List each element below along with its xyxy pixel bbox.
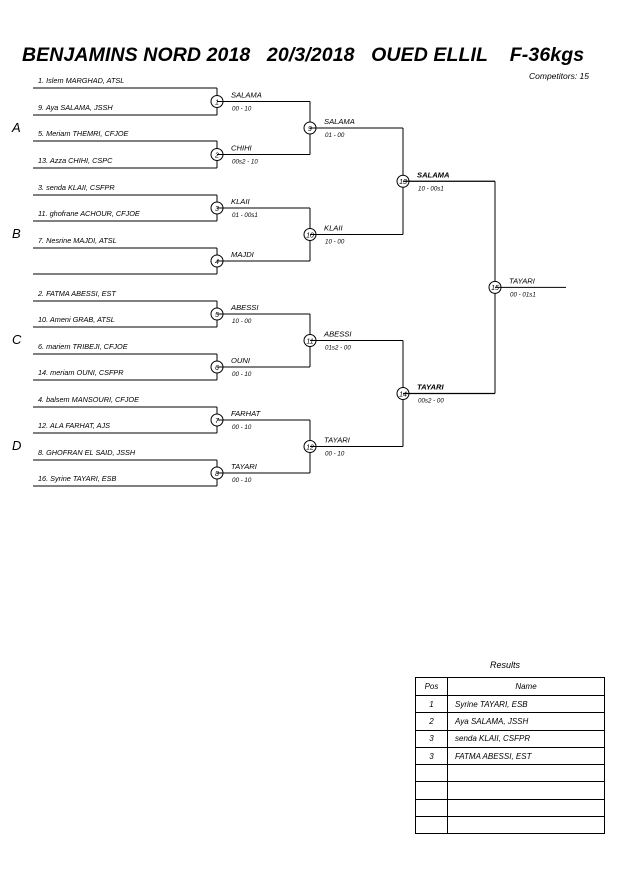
match-number: 11 [306, 338, 313, 345]
match-number: 10 [306, 232, 314, 239]
results-header-name: Name [447, 677, 605, 696]
match-score: 00 - 10 [232, 106, 252, 113]
result-pos [415, 764, 448, 783]
match-winner: ABESSI [230, 303, 259, 312]
result-name: FATMA ABESSI, EST [447, 746, 605, 766]
competitor-name: 12. ALA FARHAT, AJS [38, 421, 110, 430]
competitor-name: 4. balsem MANSOURI, CFJOE [38, 395, 139, 404]
competitor-name: 14. meriam OUNI, CSFPR [38, 368, 124, 377]
results-title: Results [490, 660, 521, 670]
match-score: 10 - 00 [232, 318, 252, 325]
match-number: 13 [399, 179, 407, 186]
pool-label: B [12, 226, 21, 241]
competitor-name: 7. Nesrine MAJDI, ATSL [38, 236, 117, 245]
match-number: 9 [308, 126, 312, 133]
result-name [447, 798, 605, 818]
match-winner: FARHAT [231, 409, 262, 418]
result-pos: 2 [415, 712, 448, 731]
competitor-name: 6. mariem TRIBEJI, CFJOE [38, 342, 128, 351]
result-pos [415, 781, 448, 800]
match-score: 00s2 - 00 [418, 398, 444, 405]
match-winner: TAYARI [231, 462, 258, 471]
match-winner: KLAII [324, 224, 343, 233]
match-number: 7 [215, 418, 220, 425]
match-winner: SALAMA [417, 170, 449, 179]
match-score: 00 - 01s1 [510, 291, 536, 298]
match-winner: CHIHI [231, 144, 253, 153]
match-score: 01 - 00 [325, 132, 345, 139]
results-row [415, 798, 605, 818]
page-title: BENJAMINS NORD 2018 20/3/2018 OUED ELLIL… [22, 44, 585, 66]
pool-label: A [11, 120, 21, 135]
match-number: 8 [215, 471, 219, 478]
result-name: senda KLAII, CSFPR [447, 729, 605, 748]
result-pos [415, 816, 448, 835]
match-winner: SALAMA [231, 91, 262, 100]
results-header-pos: Pos [415, 677, 448, 696]
match-number: 5 [215, 312, 219, 319]
match-score: 00 - 10 [325, 451, 345, 458]
result-name: Aya SALAMA, JSSH [447, 712, 605, 731]
match-score: 01s2 - 00 [325, 345, 351, 352]
result-name [447, 764, 605, 783]
competitor-name: 13. Azza CHIHI, CSPC [38, 156, 113, 165]
match-score: 10 - 00 [325, 239, 345, 246]
match-number: 12 [306, 444, 314, 451]
competitor-name: 8. GHOFRAN EL SAID, JSSH [38, 448, 136, 457]
result-pos: 3 [415, 729, 448, 748]
pool-label: C [12, 332, 22, 347]
result-name [447, 816, 605, 835]
competitor-name: 1. Islem MARGHAD, ATSL [38, 76, 124, 85]
match-number: 15 [491, 285, 499, 292]
match-score: 01 - 00s1 [232, 212, 258, 219]
match-winner: KLAII [231, 197, 250, 206]
competitor-name: 11. ghofrane ACHOUR, CFJOE [38, 209, 140, 218]
competitor-name: 9. Aya SALAMA, JSSH [38, 103, 113, 112]
match-winner: TAYARI [509, 276, 536, 285]
match-winner: TAYARI [417, 383, 444, 392]
match-winner: SALAMA [324, 117, 355, 126]
match-number: 2 [214, 152, 219, 159]
competitor-name: 5. Meriam THEMRI, CFJOE [38, 129, 129, 138]
result-pos [415, 798, 448, 818]
result-name [447, 781, 605, 800]
match-number: 3 [215, 206, 219, 213]
competitor-name: 3. senda KLAII, CSFPR [38, 183, 115, 192]
competitor-name: 16. Syrine TAYARI, ESB [38, 474, 117, 483]
match-score: 00s2 - 10 [232, 159, 258, 166]
match-score: 00 - 10 [232, 477, 252, 484]
result-pos: 1 [415, 694, 448, 714]
match-score: 10 - 00s1 [418, 185, 444, 192]
match-number: 1 [215, 99, 219, 106]
match-number: 4 [215, 259, 219, 266]
result-pos: 3 [415, 746, 448, 766]
match-winner: TAYARI [324, 436, 351, 445]
pool-label: D [12, 438, 21, 453]
match-number: 14 [399, 391, 407, 398]
results-row [415, 816, 605, 835]
match-number: 6 [215, 365, 219, 372]
results-row [415, 764, 605, 783]
competitor-count: Competitors: 15 [529, 71, 589, 81]
match-winner: ABESSI [323, 330, 352, 339]
results-header-row: Pos Name [415, 677, 605, 696]
competitor-name: 2. FATMA ABESSI, EST [37, 289, 116, 298]
match-winner: MAJDI [231, 250, 255, 259]
match-winner: OUNI [231, 356, 251, 365]
match-score: 00 - 10 [232, 424, 252, 431]
match-score: 00 - 10 [232, 371, 252, 378]
competitor-name: 10. Ameni GRAB, ATSL [38, 315, 115, 324]
result-name: Syrine TAYARI, ESB [447, 694, 605, 714]
results-row [415, 781, 605, 800]
